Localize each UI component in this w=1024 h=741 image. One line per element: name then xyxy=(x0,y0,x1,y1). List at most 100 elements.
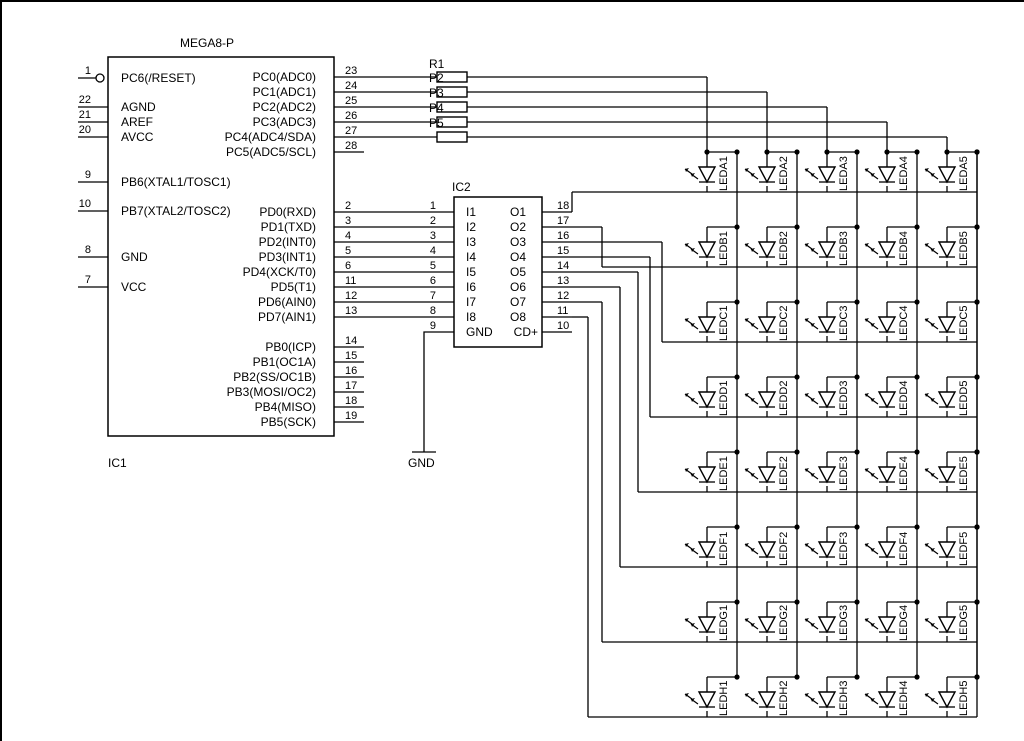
ic2-pin-number: 1 xyxy=(430,200,436,212)
led-arrow-head xyxy=(751,698,755,702)
led-arrow-head xyxy=(931,698,935,702)
led-label: LEDE2 xyxy=(778,456,790,491)
led-arrow-head xyxy=(925,393,929,397)
junction-dot xyxy=(944,149,950,155)
led-diode-triangle xyxy=(697,166,717,184)
ic2-pin-number: 18 xyxy=(557,200,569,212)
led-arrow-head xyxy=(805,693,809,697)
led-arrow-head xyxy=(865,468,869,472)
led-diode-triangle xyxy=(817,691,837,709)
led-arrow-head xyxy=(751,248,755,252)
led-diode-triangle xyxy=(877,616,897,634)
ic1-pin-name: PC3(ADC3) xyxy=(253,115,316,129)
led-symbol: LEDA4 xyxy=(864,152,910,191)
junction-dot xyxy=(914,224,920,230)
led-symbol: LEDG4 xyxy=(864,602,910,641)
resistor-pin-label: P5 xyxy=(429,116,444,130)
led-symbol: LEDC2 xyxy=(744,302,790,341)
junction-dot xyxy=(794,149,800,155)
led-arrow-head xyxy=(751,173,755,177)
led-symbol: LEDA5 xyxy=(924,152,970,191)
led-arrow-head xyxy=(871,473,875,477)
ic1-pin-name: PB5(SCK) xyxy=(261,415,316,429)
led-arrow-head xyxy=(751,548,755,552)
ic1-pin-name: PC6(/RESET) xyxy=(121,71,196,85)
led-arrow-head xyxy=(751,398,755,402)
led-arrow-head xyxy=(865,168,869,172)
led-arrow-head xyxy=(871,698,875,702)
ic2-pin-number: 16 xyxy=(557,230,569,242)
led-symbol: LEDF5 xyxy=(924,527,970,566)
ic1-pin-name: PD2(INT0) xyxy=(259,235,316,249)
ic1-pin-name: PD6(AIN0) xyxy=(258,295,316,309)
junction-dot xyxy=(974,599,980,605)
led-diode-triangle xyxy=(937,241,957,259)
led-arrow-head xyxy=(931,323,935,327)
led-diode-triangle xyxy=(937,691,957,709)
ic1-pin-number: 7 xyxy=(85,274,91,286)
led-label: LEDA2 xyxy=(778,156,790,191)
led-symbol: LEDB1 xyxy=(684,227,730,266)
led-arrow-head xyxy=(691,248,695,252)
junction-dot xyxy=(974,299,980,305)
led-arrow-head xyxy=(811,548,815,552)
led-diode-triangle xyxy=(697,316,717,334)
led-arrow-head xyxy=(745,468,749,472)
led-symbol: LEDG3 xyxy=(804,602,850,641)
junction-dot xyxy=(764,149,770,155)
ic1-pin-name: PC2(ADC2) xyxy=(253,100,316,114)
led-diode-triangle xyxy=(817,541,837,559)
junction-dots xyxy=(704,149,980,680)
junction-dot xyxy=(974,374,980,380)
junction-dot xyxy=(854,149,860,155)
led-arrow-head xyxy=(865,693,869,697)
led-label: LEDC2 xyxy=(778,306,790,341)
ic2-pin-name: I7 xyxy=(466,295,476,309)
junction-dot xyxy=(854,299,860,305)
led-arrow-head xyxy=(751,473,755,477)
led-symbol: LEDD4 xyxy=(864,377,910,416)
led-diode-triangle xyxy=(877,541,897,559)
ic2-pin-name: O1 xyxy=(510,205,526,219)
led-arrow-head xyxy=(745,693,749,697)
led-arrow-head xyxy=(805,243,809,247)
led-arrow-head xyxy=(691,698,695,702)
ic2-pin-name: O8 xyxy=(510,310,526,324)
led-label: LEDC3 xyxy=(838,306,850,341)
junction-dot xyxy=(734,674,740,680)
led-diode-triangle xyxy=(877,466,897,484)
ic2-pin-number: 2 xyxy=(430,215,436,227)
led-arrow-head xyxy=(745,168,749,172)
junction-dot xyxy=(794,224,800,230)
led-label: LEDB1 xyxy=(718,231,730,266)
led-symbol: LEDD2 xyxy=(744,377,790,416)
led-label: LEDE3 xyxy=(838,456,850,491)
led-symbol: LEDC3 xyxy=(804,302,850,341)
resistor-pin-label: P2 xyxy=(429,71,444,85)
led-diode-triangle xyxy=(697,616,717,634)
led-arrow-head xyxy=(805,468,809,472)
junction-dot xyxy=(854,449,860,455)
led-symbol: LEDH3 xyxy=(804,677,850,716)
led-diode-triangle xyxy=(757,541,777,559)
led-diode-triangle xyxy=(877,316,897,334)
ic1-pin-number: 19 xyxy=(345,410,357,422)
led-diode-triangle xyxy=(697,241,717,259)
led-symbol: LEDF4 xyxy=(864,527,910,566)
led-arrow-head xyxy=(865,618,869,622)
ic1-pin-number: 12 xyxy=(345,290,357,302)
led-arrow-head xyxy=(691,623,695,627)
ic1-pin-name: PB2(SS/OC1B) xyxy=(233,370,316,384)
ic2-pin-name: CD+ xyxy=(514,325,538,339)
led-symbol: LEDE1 xyxy=(684,452,730,491)
led-symbol: LEDC5 xyxy=(924,302,970,341)
led-label: LEDA3 xyxy=(838,156,850,191)
led-symbol: LEDC4 xyxy=(864,302,910,341)
led-arrow-head xyxy=(925,243,929,247)
